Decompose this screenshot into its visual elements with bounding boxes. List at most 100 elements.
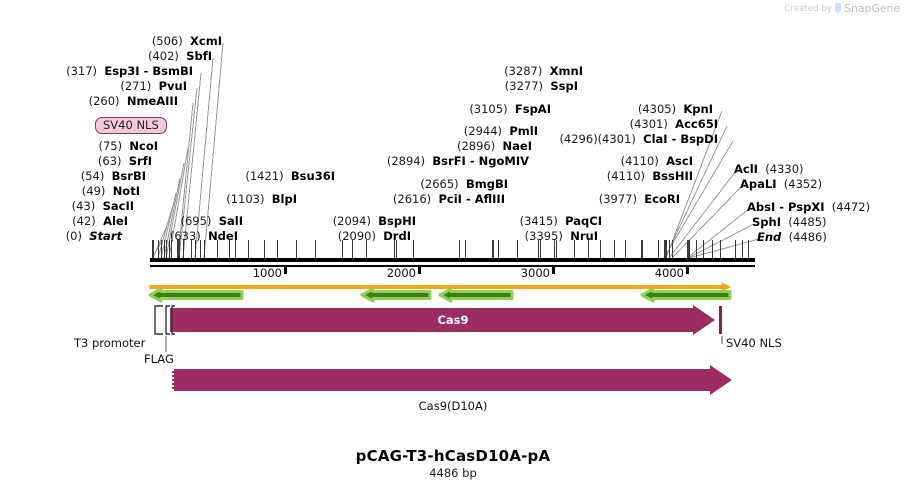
enzyme-label[interactable]: (1103) BlpI <box>0 193 297 206</box>
enzyme-label[interactable]: (317) Esp3I - BsmBI <box>0 65 193 78</box>
enzyme-label[interactable]: (2944) PmlI <box>0 125 538 138</box>
enzyme-label[interactable]: (1421) Bsu36I <box>0 170 335 183</box>
enzyme-label[interactable]: (42) AleI <box>0 215 128 228</box>
enzyme-label[interactable]: (4301) Acc65I <box>0 118 718 131</box>
site-tick <box>296 240 297 258</box>
green-primer-arrow[interactable] <box>360 287 432 303</box>
site-tick <box>394 240 395 258</box>
enzyme-label[interactable]: (3977) EcoRI <box>0 193 680 206</box>
sv40-nls-right-marker[interactable] <box>719 306 722 334</box>
site-tick <box>396 240 397 258</box>
enzyme-position: (4301) <box>629 117 676 131</box>
enzyme-label[interactable]: (4296) <box>0 133 605 146</box>
enzyme-position: (260) <box>88 94 127 108</box>
enzyme-label[interactable]: (4110) AscI <box>0 155 693 168</box>
enzyme-position: (633) <box>169 229 209 243</box>
site-tick <box>366 240 367 258</box>
sv40-nls-badge[interactable]: SV40 NLS <box>95 117 167 134</box>
enzyme-name: SphI <box>752 215 781 229</box>
enzyme-label[interactable]: (3395) NruI <box>0 230 598 243</box>
enzyme-label[interactable]: (271) PvuI <box>0 80 187 93</box>
site-tick <box>703 240 704 258</box>
enzyme-label[interactable]: (3105) FspAI <box>0 103 551 116</box>
cas9-feature-label: Cas9 <box>437 313 469 327</box>
enzyme-label[interactable]: AbsI - PspXI (4472) <box>747 201 870 214</box>
enzyme-label[interactable]: (4110) BssHII <box>0 170 693 183</box>
flag-bracket[interactable] <box>165 305 170 335</box>
green-primer-arrow[interactable] <box>438 287 514 303</box>
enzyme-label[interactable]: (75) NcoI <box>0 140 158 153</box>
enzyme-name: PaqCI <box>565 214 602 228</box>
enzyme-label[interactable]: (2094) BspHI <box>0 215 416 228</box>
enzyme-name: KpnI <box>683 102 713 116</box>
enzyme-label[interactable]: (260) NmeAIII <box>0 95 178 108</box>
enzyme-position: (1421) <box>245 169 291 183</box>
enzyme-label[interactable]: ApaLI (4352) <box>740 178 822 191</box>
enzyme-label[interactable]: (4301) ClaI - BspDI <box>0 133 718 146</box>
site-tick <box>641 240 642 258</box>
site-tick <box>459 240 460 258</box>
enzyme-label[interactable]: (63) SrfI <box>0 155 152 168</box>
enzyme-label[interactable]: (43) SacII <box>0 200 134 213</box>
enzyme-position: (3977) <box>598 192 645 206</box>
cas9-feature-arrow[interactable] <box>170 305 715 335</box>
enzyme-label[interactable]: (2090) DrdI <box>0 230 411 243</box>
enzyme-label[interactable]: (49) NotI <box>0 185 140 198</box>
site-tick <box>183 240 184 258</box>
green-primer-arrow[interactable] <box>148 287 244 303</box>
enzyme-position: (3105) <box>469 102 515 116</box>
site-tick <box>625 240 626 258</box>
enzyme-name: AscI <box>666 154 693 168</box>
site-tick <box>191 240 192 258</box>
enzyme-label[interactable]: (3277) SspI <box>0 80 578 93</box>
site-tick <box>492 240 493 258</box>
site-tick <box>642 240 643 258</box>
enzyme-label[interactable]: (3287) XmnI <box>0 65 583 78</box>
site-tick <box>179 240 180 258</box>
site-tick <box>342 240 343 258</box>
site-tick <box>152 240 153 258</box>
sequence-length: 4486 bp <box>429 466 477 480</box>
nls-left-bracket[interactable] <box>171 305 175 335</box>
site-tick <box>153 240 154 258</box>
enzyme-label[interactable]: (2896) NaeI <box>0 140 532 153</box>
enzyme-name: ClaI - BspDI <box>643 132 718 146</box>
t3-promoter-bracket[interactable] <box>154 305 163 335</box>
enzyme-label[interactable]: (3415) PaqCI <box>0 215 602 228</box>
green-primer-arrow[interactable] <box>640 287 732 303</box>
cas9-d10a-feature-arrow[interactable] <box>172 365 732 395</box>
enzyme-label[interactable]: (2616) PciI - AflIII <box>0 193 505 206</box>
enzyme-label[interactable]: (2894) BsrFI - NgoMIV <box>0 155 529 168</box>
enzyme-position: (4330) <box>757 162 804 176</box>
site-tick <box>493 240 494 258</box>
enzyme-label[interactable]: (402) SbfI <box>0 50 212 63</box>
enzyme-position: (63) <box>97 154 129 168</box>
enzyme-label[interactable]: (633) NdeI <box>0 230 238 243</box>
enzyme-label[interactable]: (506) XcmI <box>0 35 222 48</box>
enzyme-label[interactable]: (2665) BmgBI <box>0 178 508 191</box>
enzyme-label[interactable]: End (4486) <box>757 231 827 244</box>
enzyme-position: (4472) <box>824 200 871 214</box>
enzyme-position: (271) <box>120 79 159 93</box>
enzyme-position: (1103) <box>226 192 272 206</box>
enzyme-label[interactable]: (4305) KpnI <box>0 103 713 116</box>
site-tick <box>195 240 196 258</box>
site-tick <box>169 240 170 258</box>
enzyme-name: XmnI <box>549 64 583 78</box>
site-tick <box>200 240 201 258</box>
enzyme-position: (4301) <box>597 132 644 146</box>
enzyme-name: NmeAIII <box>126 94 178 108</box>
backbone-orange-arrow[interactable] <box>149 282 732 292</box>
enzyme-position: (3395) <box>524 229 571 243</box>
enzyme-label[interactable]: AclI (4330) <box>734 163 804 176</box>
enzyme-label[interactable]: (695) SalI <box>0 215 244 228</box>
enzyme-label[interactable]: (54) BsrBI <box>0 170 146 183</box>
site-tick <box>748 240 749 258</box>
enzyme-name: PmlI <box>509 124 538 138</box>
enzyme-label[interactable]: SphI (4485) <box>752 216 827 229</box>
enzyme-label[interactable]: (0) Start <box>0 230 122 243</box>
site-tick <box>735 240 736 258</box>
enzyme-position: (4305) <box>637 102 684 116</box>
enzyme-name: AclI <box>734 162 758 176</box>
site-tick <box>614 240 615 258</box>
